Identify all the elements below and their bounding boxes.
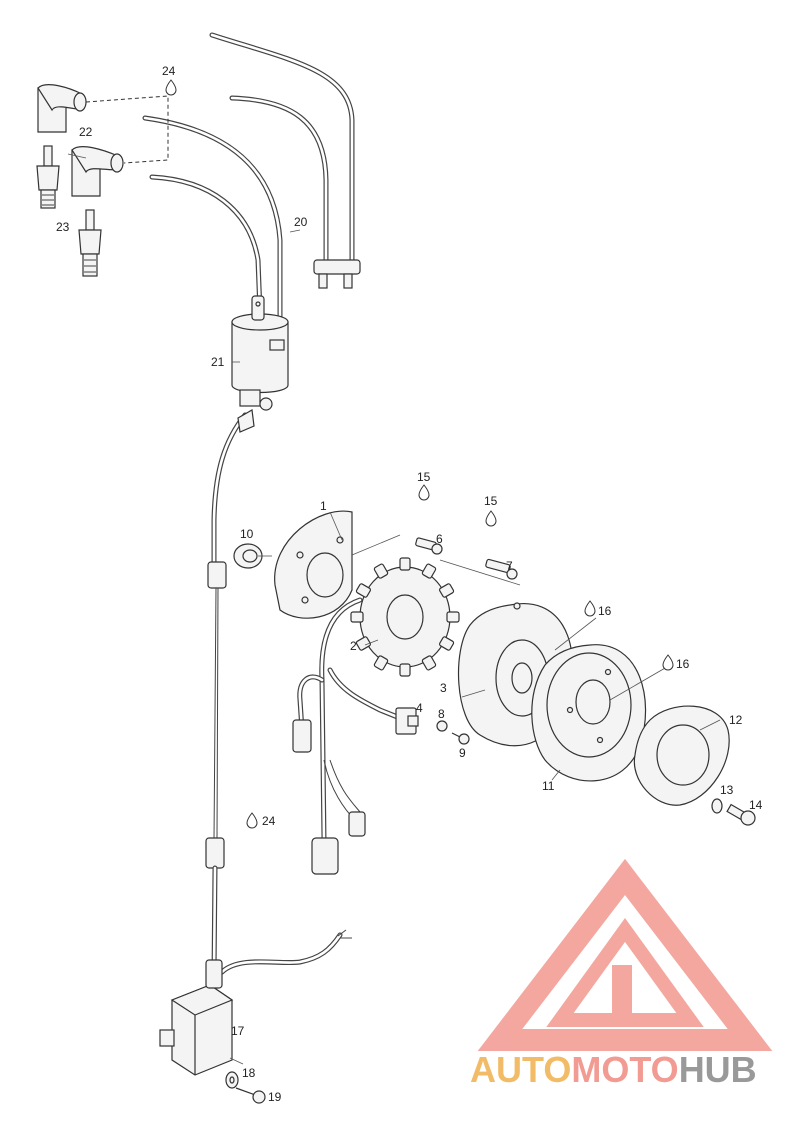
callout-7: 7: [506, 559, 513, 573]
screw-19: [235, 1087, 266, 1104]
stator-tooth: [373, 655, 389, 671]
stator-tooth: [399, 663, 411, 677]
callout-15a: 15: [417, 470, 431, 484]
stator-tooth: [373, 563, 389, 579]
watermark-hub: HUB: [679, 1049, 757, 1090]
callout-3: 3: [440, 681, 447, 695]
stator-backing-plate: [274, 510, 353, 619]
stator-tooth: [355, 636, 371, 651]
spark-plug-upper: [36, 145, 60, 209]
callout-10: 10: [240, 527, 254, 541]
seal-drop-icon: [418, 484, 430, 501]
stator-tooth: [421, 655, 437, 671]
callout-21: 21: [211, 355, 225, 369]
callout-22: 22: [79, 125, 93, 139]
callout-19: 19: [268, 1090, 282, 1104]
callout-11: 11: [542, 779, 555, 793]
stator: [350, 557, 460, 677]
watermark-triangle-logo: [477, 858, 773, 1051]
spark-plug-cap-upper: [37, 84, 87, 133]
callout-17: 17: [231, 1024, 245, 1038]
ht-lead-wires: [142, 32, 361, 338]
watermark-moto: MOTO: [571, 1049, 678, 1090]
callout-18: 18: [242, 1066, 256, 1080]
washer-13: [711, 798, 723, 814]
ignition-coil: [231, 295, 289, 411]
screw-6: [415, 537, 443, 555]
watermark-text: AUTOMOTOHUB: [470, 1049, 757, 1090]
bolt-14: [726, 803, 756, 826]
callout-15b: 15: [484, 494, 498, 508]
seal-drop-icon: [584, 600, 596, 617]
flywheel-ring: [531, 644, 647, 782]
seal-drop-icon: [662, 654, 674, 671]
callout-20: 20: [294, 215, 308, 229]
callout-9: 9: [459, 746, 466, 760]
callout-6: 6: [436, 532, 443, 546]
watermark-auto: AUTO: [470, 1049, 571, 1090]
grommet: [233, 543, 263, 569]
cdi-unit: [159, 959, 234, 1076]
seal-drop-icon: [485, 510, 497, 527]
callout-23: 23: [56, 220, 70, 234]
callout-16a: 16: [598, 604, 612, 618]
stator-tooth: [350, 611, 364, 623]
stator-tooth: [421, 563, 437, 579]
callout-4: 4: [416, 701, 423, 715]
svg-text:AUTOMOTOHUB: AUTOMOTOHUB: [470, 1049, 757, 1090]
callout-8: 8: [438, 707, 445, 721]
stator-tooth: [446, 611, 460, 623]
stator-harness: [292, 597, 403, 875]
callout-2: 2: [350, 639, 357, 653]
seal-drop-symbols: [165, 79, 674, 829]
washer-18: [225, 1071, 239, 1089]
seal-drop-icon: [246, 812, 258, 829]
spark-plug-lower: [78, 209, 102, 277]
spark-plug-cap-lower: [71, 146, 124, 197]
screw-9: [451, 732, 470, 745]
washer-8: [436, 720, 448, 732]
seal-application-leader: [85, 95, 169, 164]
callout-24b: 24: [262, 814, 276, 828]
starter-cup: [633, 705, 730, 806]
pickup-sensor: [395, 707, 419, 735]
stator-tooth: [439, 583, 455, 598]
callout-1: 1: [320, 499, 327, 513]
screw-7: [485, 558, 518, 580]
leader-lines: [67, 153, 721, 1065]
stator-tooth: [355, 583, 371, 598]
callout-24a: 24: [162, 64, 176, 78]
primary-harness-wire: [205, 409, 352, 978]
callout-13: 13: [720, 783, 734, 797]
callout-labels: 1 2 3 4 6 7 8 9 10 11 12 13 14 15 15 16 …: [56, 64, 763, 1104]
seal-drop-icon: [165, 79, 177, 96]
stator-tooth: [439, 636, 455, 651]
stator-tooth: [399, 557, 411, 571]
callout-14: 14: [749, 798, 763, 812]
callout-16b: 16: [676, 657, 690, 671]
callout-12: 12: [729, 713, 743, 727]
